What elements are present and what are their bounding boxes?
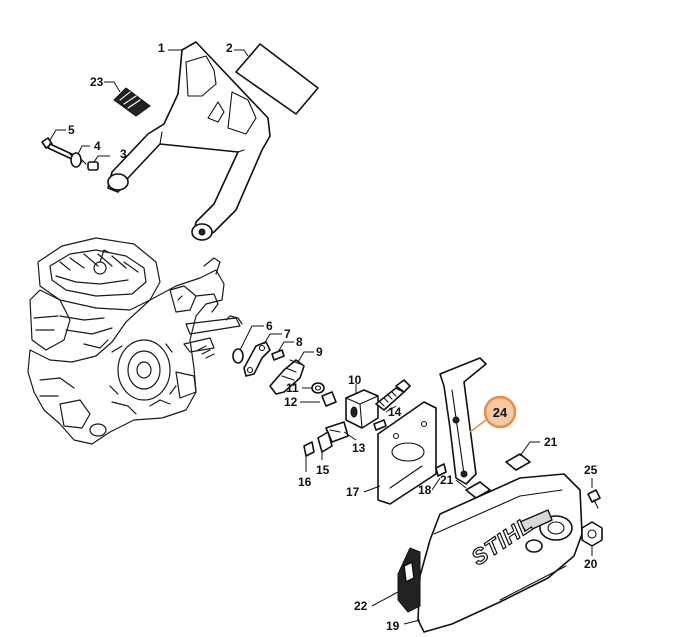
part-24-arm: [439, 357, 487, 485]
part-5-screw: [41, 137, 77, 161]
callout-9: 9: [316, 345, 323, 359]
screw-small: [373, 419, 387, 431]
part-3-bushing: [87, 161, 99, 171]
callout-24-highlight: 24: [483, 395, 517, 429]
callout-24: 24: [493, 405, 508, 420]
callout-21-b: 21: [544, 435, 558, 449]
part-22-insert: [397, 547, 421, 613]
callout-22: 22: [354, 599, 368, 613]
callout-12: 12: [284, 395, 298, 409]
part-21-block-a: [465, 481, 491, 499]
part-10-brake-block: [345, 389, 379, 429]
callout-2: 2: [226, 41, 233, 55]
callout-6: 6: [266, 319, 273, 333]
part-20-nut: [581, 521, 603, 547]
part-21-block-b: [505, 453, 531, 471]
part-23-pad: [113, 87, 151, 117]
callout-17: 17: [346, 485, 360, 499]
part-15-spring: [317, 431, 333, 453]
leader-lines: [49, 49, 593, 625]
part-11-nut: [311, 382, 325, 394]
callout-3: 3: [120, 147, 127, 161]
part-12-bolt: [321, 391, 337, 407]
callout-13: 13: [352, 441, 366, 455]
callout-10: 10: [348, 373, 362, 387]
part-17-guide-plate: [377, 401, 437, 505]
callout-11: 11: [286, 381, 299, 395]
part-14-tensioner-screw: [375, 379, 411, 411]
callout-20: 20: [584, 557, 598, 571]
callout-21-a: 21: [440, 473, 454, 487]
callout-16: 16: [298, 475, 312, 489]
callout-18: 18: [418, 483, 432, 497]
part-19-sprocket-cover: STIHL: [417, 473, 583, 633]
highlight-circle: [483, 395, 517, 429]
callout-23: 23: [90, 75, 104, 89]
callout-15: 15: [316, 463, 330, 477]
callout-25: 25: [584, 463, 598, 477]
part-1-hand-guard: [107, 41, 271, 241]
callout-19: 19: [386, 619, 400, 633]
engine-housing: [27, 237, 243, 445]
part-18-screw: [435, 463, 447, 477]
callout-8: 8: [296, 335, 303, 349]
callout-7: 7: [284, 327, 291, 341]
part-16-pin: [303, 441, 315, 457]
callout-5: 5: [68, 123, 75, 137]
part-25-screw: [587, 489, 601, 509]
part-4-spring: [69, 152, 87, 168]
callout-labels: 1 2 3 4 5 6 7 8 9 10 11 12 13 14 15 16 1…: [68, 41, 598, 633]
part-7-lever: [243, 341, 271, 377]
part-2-label: [235, 43, 319, 115]
callout-14: 14: [388, 405, 402, 419]
part-6-washer: [232, 348, 244, 364]
callout-4: 4: [94, 139, 101, 153]
part-9-spring-bracket: [269, 359, 305, 395]
callout-1: 1: [158, 41, 165, 55]
